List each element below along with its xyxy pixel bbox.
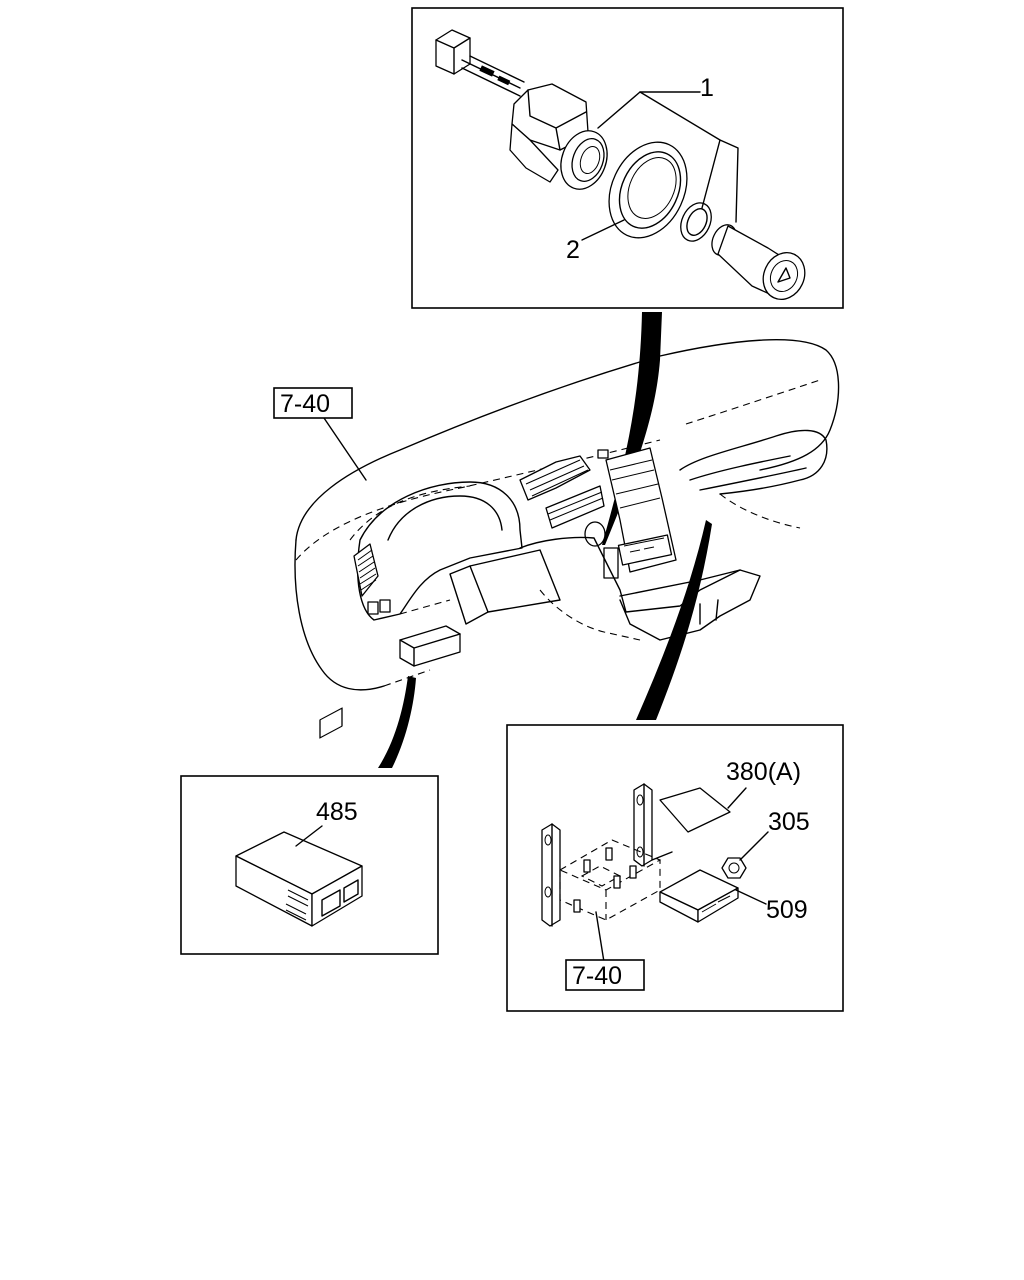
left-vent xyxy=(353,543,379,597)
dashboard-assembly: 7-40 xyxy=(273,339,840,691)
callout-part-380a: 380(A) xyxy=(726,758,801,786)
pointer-arrow-right xyxy=(636,520,712,720)
callout-ref-bracket: 7-40 xyxy=(572,962,622,990)
mounting-bracket xyxy=(541,783,673,927)
lighter-socket xyxy=(509,83,608,190)
nut-305 xyxy=(721,857,747,879)
center-vents xyxy=(519,455,605,529)
callout-part-305: 305 xyxy=(768,808,810,836)
bracket-assembly-panel: 380(A) 305 xyxy=(506,724,844,1012)
small-ring xyxy=(680,202,712,242)
callout-part-509: 509 xyxy=(766,896,808,924)
lighter-knob xyxy=(711,224,806,300)
callout-part-485: 485 xyxy=(316,798,358,826)
callout-part-2: 2 xyxy=(566,236,580,264)
pointer-arrow-top xyxy=(602,312,662,545)
pad-380a xyxy=(659,787,731,833)
center-stack xyxy=(584,447,677,579)
control-module-485 xyxy=(235,707,363,927)
callout-ref-dashboard: 7-40 xyxy=(280,390,330,418)
bezel-ring xyxy=(608,141,688,239)
connector-plug xyxy=(435,29,525,97)
control-module-509 xyxy=(659,869,739,923)
module-485-panel: 485 xyxy=(180,707,439,955)
callout-part-1: 1 xyxy=(700,74,714,102)
lighter-detail-panel: 1 2 xyxy=(411,7,844,309)
pointer-arrow-left xyxy=(378,676,416,768)
